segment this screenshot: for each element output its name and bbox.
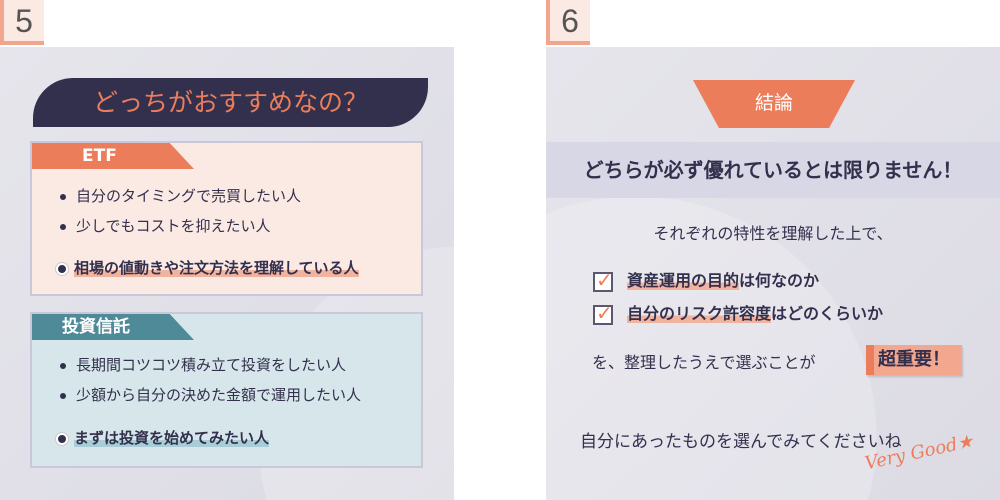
slide-number-5: 5 <box>0 0 44 45</box>
etf-box: ETF 自分のタイミングで売買したい人 少しでもコストを抑えたい人 相場の値動き… <box>30 141 423 296</box>
checkbox-icon <box>593 268 613 292</box>
list-item: 少額から自分の決めた金額で運用したい人 <box>60 384 361 405</box>
check-item: 資産運用の目的は何なのか <box>593 267 819 292</box>
radio-bullet-icon <box>56 262 68 275</box>
intro-text: それぞれの特性を理解した上で、 <box>653 224 893 243</box>
conclusion-badge: 結論 <box>693 80 855 128</box>
emphasis-label: 超重要！ <box>866 345 962 375</box>
checkbox-icon <box>593 301 613 325</box>
fund-tab: 投資信託 <box>32 314 194 340</box>
slide-5: どっちがおすすめなの？ ETF 自分のタイミングで売買したい人 少しでもコストを… <box>0 47 454 500</box>
headline-banner: どちらが必ず優れているとは限りません！ <box>546 142 1000 198</box>
etf-tab: ETF <box>32 143 194 169</box>
radio-bullet-icon <box>56 432 68 445</box>
slide-number-6: 6 <box>546 0 590 45</box>
bullet-icon <box>60 392 66 399</box>
highlight-item: まずは投資を始めてみたい人 <box>56 427 270 448</box>
bullet-icon <box>60 223 66 230</box>
bullet-icon <box>60 362 66 369</box>
check-item: 自分のリスク許容度はどのくらいか <box>593 300 883 325</box>
conclusion-text: を、整理したうえで選ぶことが <box>592 353 816 372</box>
bullet-icon <box>60 193 66 200</box>
fund-box: 投資信託 長期間コツコツ積み立て投資をしたい人 少額から自分の決めた金額で運用し… <box>30 312 423 468</box>
highlight-item: 相場の値動きや注文方法を理解している人 <box>56 257 359 278</box>
slide-title: どっちがおすすめなの？ <box>33 78 428 127</box>
list-item: 少しでもコストを抑えたい人 <box>60 215 271 236</box>
closing-text: 自分にあったものを選んでみてくださいね <box>580 432 902 452</box>
list-item: 自分のタイミングで売買したい人 <box>60 185 301 206</box>
slide-6: 結論 どちらが必ず優れているとは限りません！ それぞれの特性を理解した上で、 資… <box>546 47 1000 500</box>
list-item: 長期間コツコツ積み立て投資をしたい人 <box>60 354 346 375</box>
